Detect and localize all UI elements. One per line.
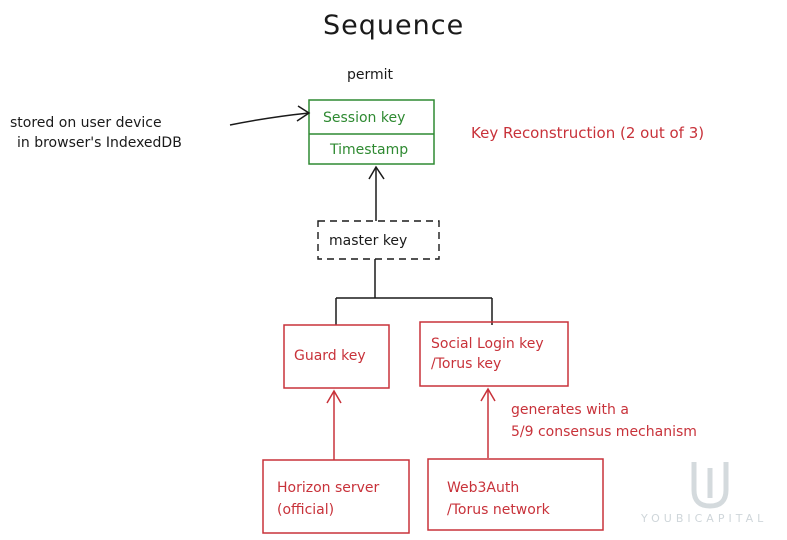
web3auth-box <box>427 458 604 531</box>
master-key-box <box>317 220 440 260</box>
arrow-note-to-session <box>229 105 311 126</box>
generates-note-line2: 5/9 consensus mechanism <box>511 424 697 440</box>
watermark-logo-icon <box>691 462 729 509</box>
arrow-master-to-session <box>368 165 385 221</box>
arrow-horizon-to-guard <box>326 389 342 460</box>
horizon-line1: Horizon server <box>277 480 380 496</box>
page-title: Sequence <box>323 10 465 41</box>
session-key-label: Session key <box>323 110 406 126</box>
timestamp-label: Timestamp <box>330 142 409 158</box>
social-key-line1: Social Login key <box>431 336 544 352</box>
key-reconstruction-label: Key Reconstruction (2 out of 3) <box>471 124 705 142</box>
guard-key-label: Guard key <box>294 348 366 364</box>
horizon-line2: (official) <box>277 502 335 518</box>
web3auth-line1: Web3Auth <box>447 480 520 496</box>
guard-key-box <box>283 324 390 389</box>
web3auth-line2: /Torus network <box>447 502 550 518</box>
note-left-line1: stored on user device <box>10 115 162 131</box>
permit-label: permit <box>347 67 394 83</box>
master-key-label: master key <box>329 233 408 249</box>
connector-bracket <box>335 259 493 325</box>
session-box <box>308 99 435 165</box>
horizon-box <box>262 459 410 534</box>
watermark-text: YOUBICAPITAL <box>641 512 768 525</box>
social-key-line2: /Torus key <box>431 356 502 372</box>
note-left-line2: in browser's IndexedDB <box>17 135 182 151</box>
generates-note-line1: generates with a <box>511 402 629 418</box>
arrow-web3auth-to-social <box>480 387 496 458</box>
social-key-box <box>419 321 569 387</box>
session-box-outline <box>308 99 435 165</box>
